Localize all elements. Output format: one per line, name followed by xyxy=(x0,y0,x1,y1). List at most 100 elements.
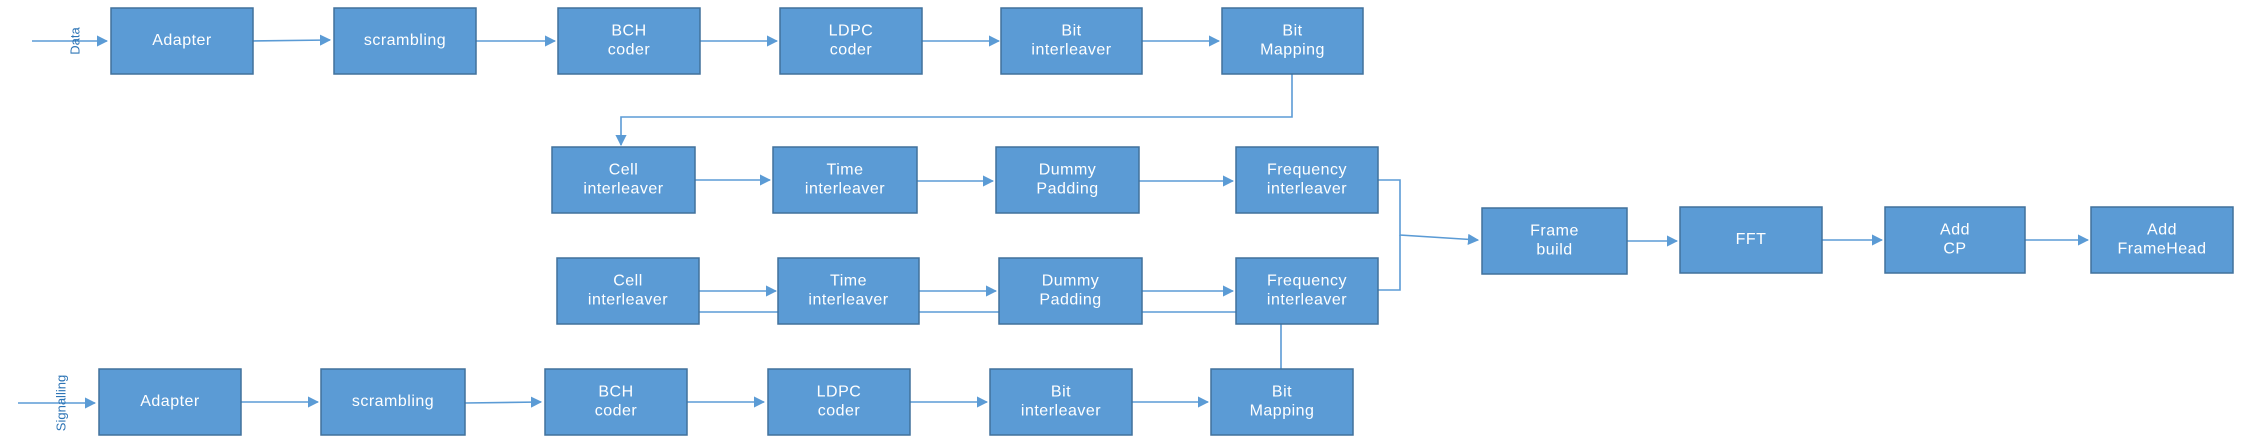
block-box xyxy=(557,7,701,75)
sig-ldpc-coder-block: LDPC coder xyxy=(767,368,911,436)
block-label-line: LDPC xyxy=(817,384,862,401)
block-label-line: coder xyxy=(830,42,873,59)
block-label-line: Frequency xyxy=(1267,273,1347,290)
data-cell-interleaver-block: Cell interleaver xyxy=(551,146,696,214)
block-label-line: Mapping xyxy=(1250,403,1315,420)
sig-time-interleaver-block: Time interleaver xyxy=(777,257,920,325)
block-label-line: Adapter xyxy=(140,393,200,410)
data-adapter-block: Adapter xyxy=(110,7,254,75)
fft-block: FFT xyxy=(1679,206,1823,274)
block-label-line: LDPC xyxy=(829,23,874,40)
block-label-line: Add xyxy=(1940,222,1970,239)
connectors xyxy=(18,34,2090,409)
block-box xyxy=(98,368,242,436)
sig-adapter-block: Adapter xyxy=(98,368,242,436)
sig-bch-coder-block: BCH coder xyxy=(544,368,688,436)
block-label-line: Time xyxy=(830,273,867,290)
block-box xyxy=(1000,7,1143,75)
data-scrambling-block: scrambling xyxy=(333,7,477,75)
block-label-line: Dummy xyxy=(1042,273,1100,290)
signalling-input-label: Signalling xyxy=(53,375,68,431)
data-ldpc-coder-block: LDPC coder xyxy=(779,7,923,75)
block-label-line: build xyxy=(1536,242,1572,259)
data-frequency-interleaver-block: Frequency interleaver xyxy=(1235,146,1379,214)
block-label-line: Cell xyxy=(609,162,639,179)
arrow-sig-bitmapping-to-cell xyxy=(621,282,1282,385)
block-label-line: BCH xyxy=(598,384,633,401)
block-label-line: Bit xyxy=(1051,384,1071,401)
block-label-line: Add xyxy=(2147,222,2177,239)
block-label-line: Dummy xyxy=(1039,162,1097,179)
block-box xyxy=(1221,7,1364,75)
data-time-interleaver-block: Time interleaver xyxy=(772,146,918,214)
block-box xyxy=(1884,206,2026,274)
block-box xyxy=(1481,207,1628,275)
block-box xyxy=(110,7,254,75)
block-box xyxy=(995,146,1140,214)
block-box xyxy=(1235,146,1379,214)
block-box xyxy=(1679,206,1823,274)
block-label-line: Bit xyxy=(1282,23,1302,40)
block-label-line: scrambling xyxy=(364,32,446,49)
frame-build-block: Frame build xyxy=(1481,207,1628,275)
block-box xyxy=(777,257,920,325)
block-label-line: interleaver xyxy=(808,292,888,309)
block-label-line: FFT xyxy=(1736,231,1767,248)
block-label-line: Frequency xyxy=(1267,162,1347,179)
data-input-label: Data xyxy=(67,27,82,55)
arrow-sig-scrambling-to-bch xyxy=(464,396,543,408)
block-label-line: Bit xyxy=(1061,23,1081,40)
block-box xyxy=(333,7,477,75)
block-box xyxy=(320,368,466,436)
arrow-freq-to-framebuild xyxy=(1378,179,1480,245)
block-label-line: interleaver xyxy=(1267,181,1347,198)
line-sig-freq-to-merge xyxy=(1378,235,1401,291)
block-box xyxy=(551,146,696,214)
block-label-line: coder xyxy=(608,42,651,59)
block-label-line: Padding xyxy=(1036,181,1098,198)
block-box xyxy=(556,257,700,325)
block-box xyxy=(2090,206,2234,274)
block-box xyxy=(1210,368,1354,436)
block-box xyxy=(544,368,688,436)
block-label-line: Frame xyxy=(1530,223,1579,240)
data-bit-interleaver-block: Bit interleaver xyxy=(1000,7,1143,75)
arrow-bitmapping-to-cell xyxy=(615,73,1293,147)
data-bch-coder-block: BCH coder xyxy=(557,7,701,75)
block-label-line: BCH xyxy=(611,23,646,40)
block-label-line: Adapter xyxy=(152,32,212,49)
block-label-line: interleaver xyxy=(583,181,663,198)
block-label-line: CP xyxy=(1943,241,1966,258)
block-label-line: interleaver xyxy=(588,292,668,309)
block-box xyxy=(772,146,918,214)
block-label-line: scrambling xyxy=(352,393,434,410)
block-box xyxy=(1235,257,1379,325)
block-label-line: Padding xyxy=(1039,292,1101,309)
block-label-line: Bit xyxy=(1272,384,1292,401)
sig-bit-interleaver-block: Bit interleaver xyxy=(989,368,1133,436)
block-label-line: interleaver xyxy=(1031,42,1111,59)
block-label-line: interleaver xyxy=(1267,292,1347,309)
block-box xyxy=(989,368,1133,436)
block-label-line: interleaver xyxy=(1021,403,1101,420)
block-label-line: Time xyxy=(827,162,864,179)
arrow-adapter-to-scrambling xyxy=(252,34,332,46)
sig-cell-interleaver-block: Cell interleaver xyxy=(556,257,700,325)
block-label-line: coder xyxy=(818,403,861,420)
block-label-line: coder xyxy=(595,403,638,420)
block-box xyxy=(779,7,923,75)
block-label-line: Cell xyxy=(613,273,643,290)
block-label-line: Mapping xyxy=(1260,42,1325,59)
sig-scrambling-block: scrambling xyxy=(320,368,466,436)
sig-frequency-interleaver-block: Frequency interleaver xyxy=(1235,257,1379,325)
block-label-line: FrameHead xyxy=(2118,241,2207,258)
block-label-line: interleaver xyxy=(805,181,885,198)
